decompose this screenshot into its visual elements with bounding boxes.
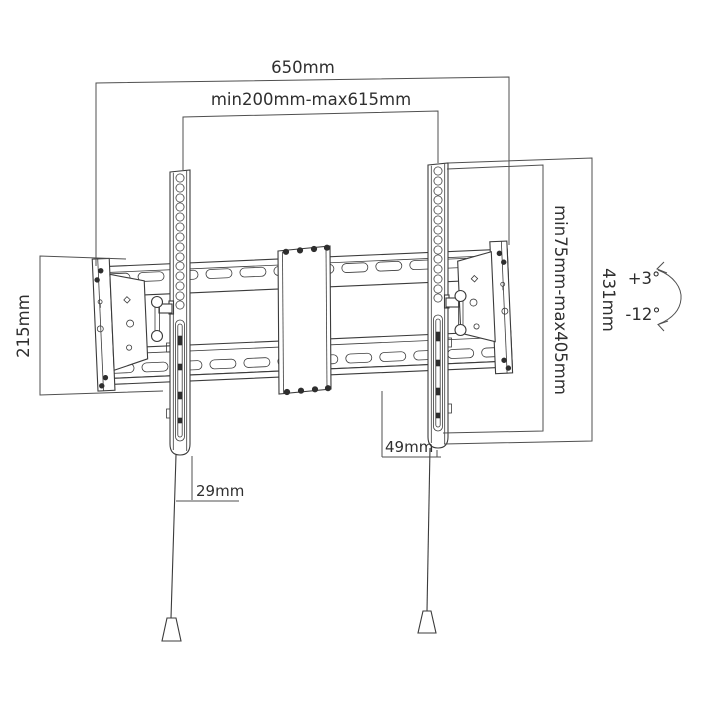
left-arm-holes (175, 173, 185, 310)
left-arm-tab (166, 342, 171, 353)
center-plate-screws (282, 244, 332, 396)
dim-bracket-height-label: 431mm (599, 268, 618, 332)
left-side-plate (109, 273, 149, 372)
dim-wall-plate-height: 215mm (14, 255, 164, 396)
center-plate (277, 244, 332, 396)
tilt-range-indicator: +3° -12° (625, 261, 682, 332)
right-arm-tab (447, 403, 452, 414)
pull-weight-right (417, 610, 437, 634)
tilt-lock-lever-left (150, 295, 175, 343)
diamond-hole-icon (470, 274, 479, 283)
tilt-up-label: +3° (628, 269, 661, 288)
right-arm (427, 162, 467, 449)
diamond-hole-icon (123, 296, 131, 304)
left-end-cap (91, 257, 116, 392)
left-arm (150, 169, 191, 456)
dim-offset-right: 49mm (381, 391, 441, 458)
dim-width-adjust-label: min200mm-max615mm (211, 90, 411, 109)
dim-width-total-label: 650mm (271, 58, 335, 77)
dim-height-adjust-label: min75mm-max405mm (551, 205, 570, 395)
dim-bracket-height: 431mm (443, 157, 618, 445)
right-arm-holes (433, 166, 443, 303)
pull-weight-left (161, 617, 182, 642)
pull-cord-right (417, 447, 437, 634)
left-arm-tab (166, 408, 171, 419)
dim-offset-left: 29mm (176, 456, 244, 502)
dim-height-adjust: min75mm-max405mm (442, 164, 570, 434)
pull-cord-left (161, 454, 182, 642)
left-arm-slot (175, 319, 185, 442)
right-arm-tab (447, 337, 452, 348)
dim-width-adjust: min200mm-max615mm (182, 90, 439, 170)
dim-offset-right-label: 49mm (385, 438, 433, 456)
tilt-arc-icon (656, 261, 682, 332)
dim-wall-plate-height-label: 215mm (14, 294, 33, 358)
tilt-lock-lever-right (443, 289, 467, 337)
right-arm-slot (433, 314, 443, 432)
tilt-down-label: -12° (625, 305, 660, 324)
dim-offset-left-label: 29mm (196, 482, 244, 500)
